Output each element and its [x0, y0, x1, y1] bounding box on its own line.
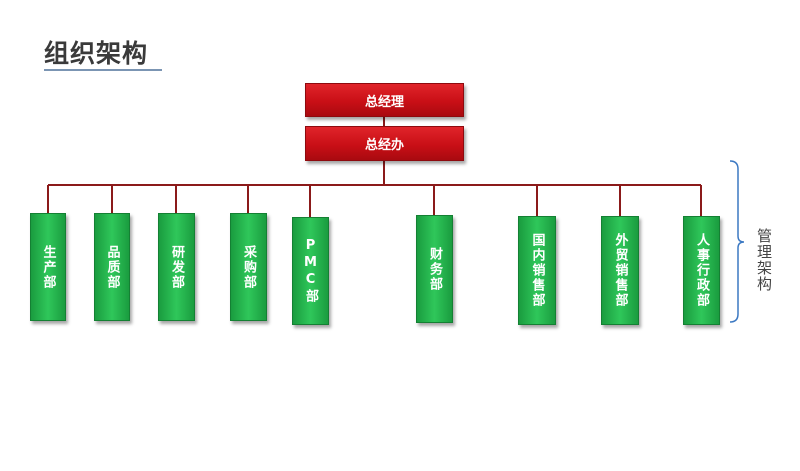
general-office-box: 总经办 [305, 126, 464, 161]
general-office-label: 总经办 [364, 138, 404, 153]
management-structure-label: 管理架构 [755, 228, 773, 292]
dept-hr-admin: 人事行政部 [683, 216, 720, 325]
dept-pmc: PMC部 [292, 217, 329, 325]
title-underline [44, 69, 162, 71]
dept-export-sales: 外贸销售部 [601, 216, 639, 325]
dept-label: 人事行政部 [694, 233, 709, 308]
dept-label: 生产部 [40, 244, 56, 290]
general-manager-label: 总经理 [364, 94, 404, 110]
general-manager-box: 总经理 [305, 83, 464, 117]
dept-domestic-sales: 国内销售部 [518, 216, 556, 325]
dept-label: 采购部 [241, 244, 256, 290]
dept-label: 财务部 [427, 246, 442, 292]
dept-purchasing: 采购部 [230, 213, 267, 321]
dept-label: 品质部 [104, 244, 120, 290]
page-title: 组织架构 [44, 39, 149, 68]
right-bracket [729, 160, 745, 323]
dept-label: 研发部 [169, 244, 184, 290]
dept-production: 生产部 [30, 213, 66, 321]
dept-label: PMC部 [303, 238, 318, 304]
dept-rnd: 研发部 [158, 213, 195, 321]
dept-label: 外贸销售部 [612, 233, 628, 308]
dept-finance: 财务部 [416, 215, 453, 323]
dept-label: 国内销售部 [529, 233, 545, 308]
connector-drops [47, 185, 702, 217]
dept-quality: 品质部 [94, 213, 130, 321]
